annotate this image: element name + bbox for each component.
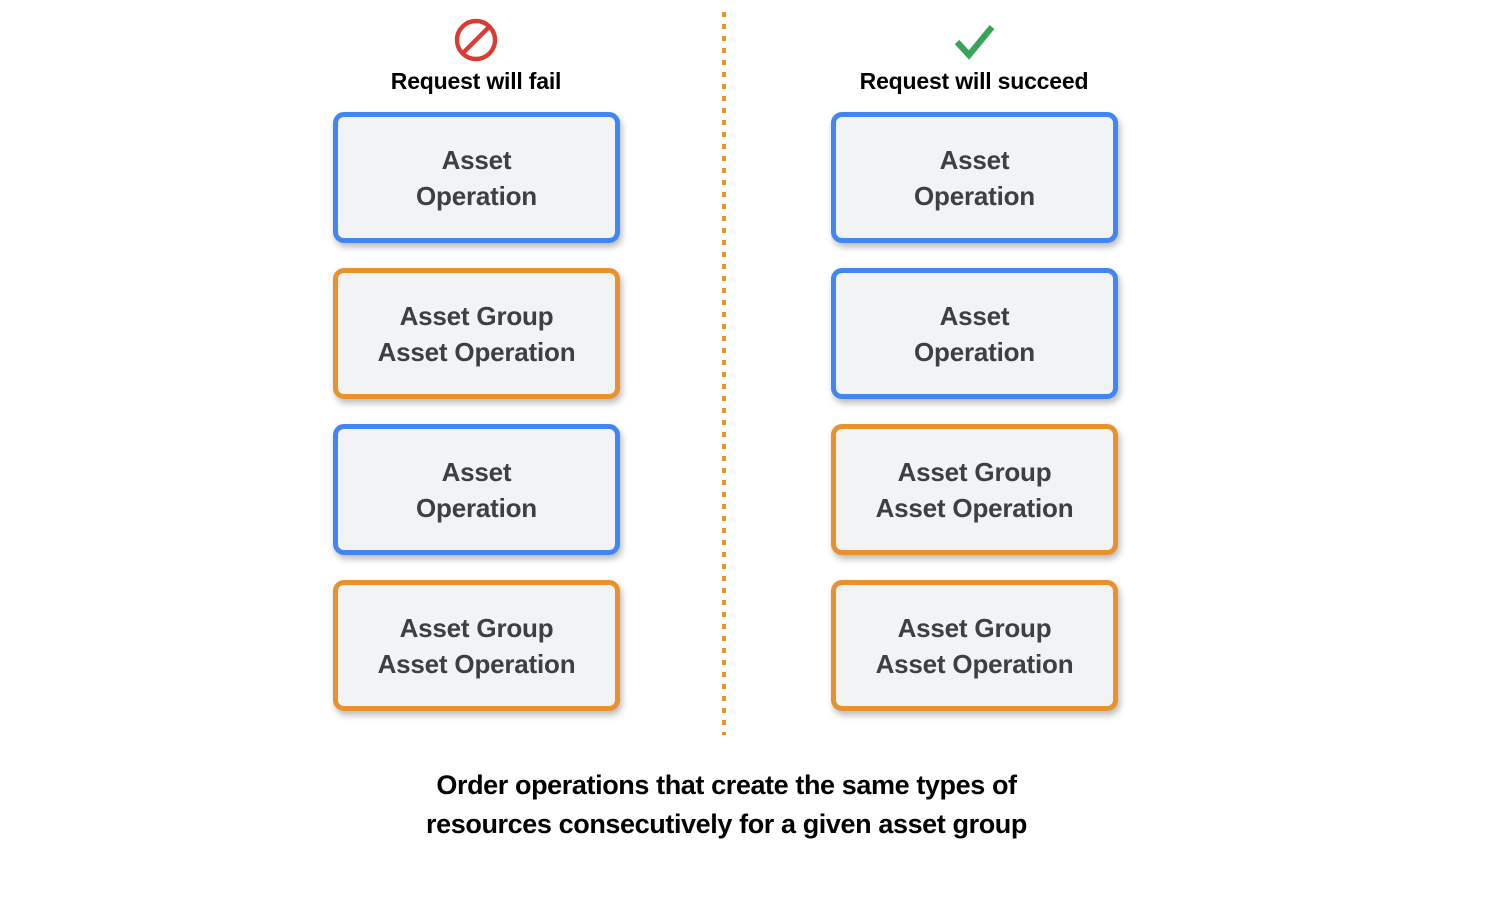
diagram-caption: Order operations that create the same ty… <box>426 770 1027 839</box>
card-asset-operation[interactable]: Asset Operation <box>831 268 1118 399</box>
prohibition-icon <box>454 18 498 62</box>
card-label: Asset Operation <box>914 300 1035 367</box>
column-divider <box>722 12 726 735</box>
column-succeed-card-stack: Asset Operation Asset Operation Asset Gr… <box>831 112 1118 736</box>
card-label: Asset Operation <box>416 456 537 523</box>
card-label: Asset Operation <box>914 144 1035 211</box>
card-asset-operation[interactable]: Asset Operation <box>831 112 1118 243</box>
card-asset-group-asset-operation[interactable]: Asset Group Asset Operation <box>831 580 1118 711</box>
card-asset-operation[interactable]: Asset Operation <box>333 112 620 243</box>
card-label: Asset Group Asset Operation <box>377 300 576 367</box>
card-asset-operation[interactable]: Asset Operation <box>333 424 620 555</box>
card-asset-group-asset-operation[interactable]: Asset Group Asset Operation <box>333 268 620 399</box>
card-label: Asset Group Asset Operation <box>377 612 576 679</box>
column-succeed-header: Request will succeed <box>824 16 1124 96</box>
card-label: Asset Group Asset Operation <box>875 456 1074 523</box>
checkmark-icon <box>954 25 995 60</box>
card-label: Asset Operation <box>416 144 537 211</box>
column-fail-label: Request will fail <box>390 68 562 94</box>
card-asset-group-asset-operation[interactable]: Asset Group Asset Operation <box>831 424 1118 555</box>
column-fail-card-stack: Asset Operation Asset Group Asset Operat… <box>333 112 620 736</box>
card-asset-group-asset-operation[interactable]: Asset Group Asset Operation <box>333 580 620 711</box>
card-label: Asset Group Asset Operation <box>875 612 1074 679</box>
column-fail-header: Request will fail <box>326 16 626 96</box>
column-succeed-label: Request will succeed <box>859 68 1089 94</box>
